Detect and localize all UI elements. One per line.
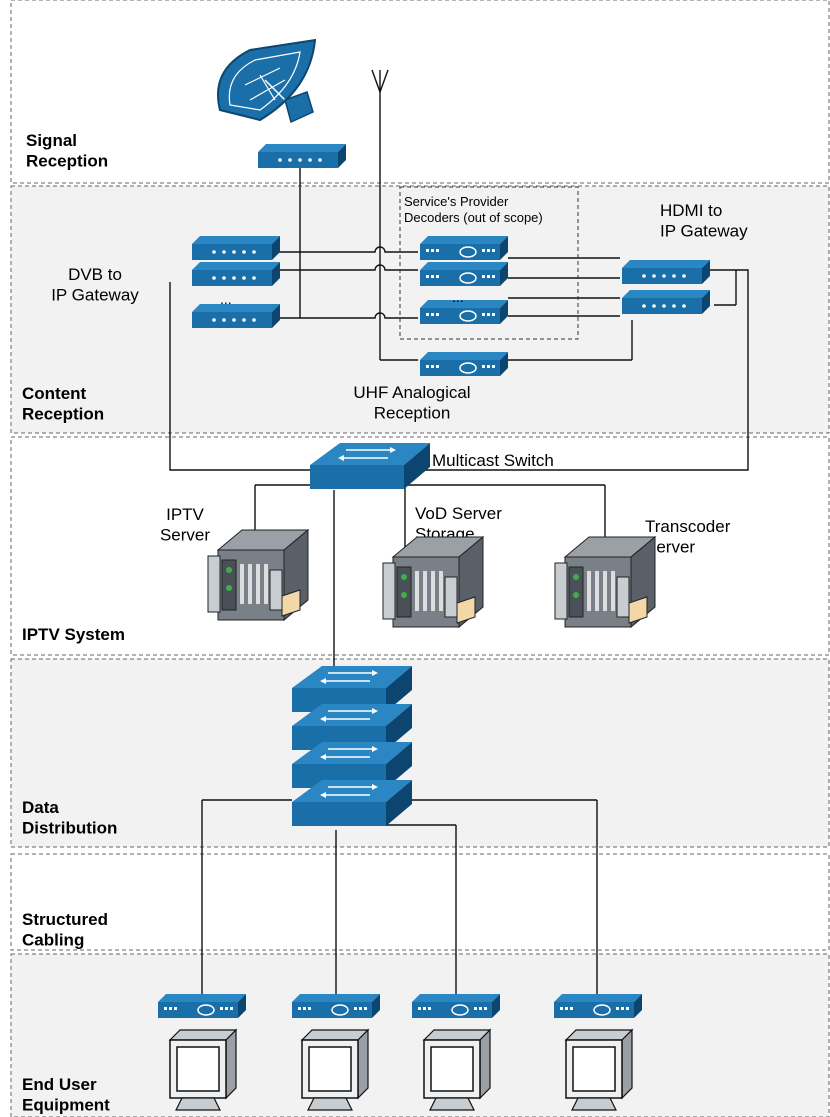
- vod-server-icon: [382, 536, 484, 628]
- uhf-receiver-icon: [419, 351, 509, 377]
- hdmi-gateway-2-icon: [622, 290, 710, 314]
- layer-iptv-system: IPTV System: [22, 625, 125, 644]
- multicast-switch-icon: [309, 442, 431, 490]
- set-top-box-1-icon: [157, 993, 247, 1019]
- dvb-gateway-1-icon: [192, 236, 280, 260]
- dvb-ellipsis: ...: [220, 291, 232, 307]
- satellite-dish-icon: [217, 38, 317, 124]
- decoder-ellipsis: ...: [452, 289, 464, 305]
- antenna-icon: [371, 69, 389, 93]
- layer-bands: [10, 0, 830, 1117]
- dvb-gateway-2-icon: [192, 262, 280, 286]
- set-top-box-4-icon: [553, 993, 643, 1019]
- monitor-2-icon: [301, 1029, 369, 1111]
- transcoder-server-icon: [554, 536, 656, 628]
- hdmi-gateway-1-icon: [622, 260, 710, 284]
- decoders-scope-box: [399, 186, 579, 340]
- set-top-box-2-icon: [291, 993, 381, 1019]
- iptv-server-icon: [207, 529, 309, 621]
- set-top-box-3-icon: [411, 993, 501, 1019]
- decoder-2-icon: [419, 261, 509, 287]
- label-multicast-switch: Multicast Switch: [432, 451, 554, 470]
- decoder-3-icon: [419, 299, 509, 325]
- decoder-1-icon: [419, 235, 509, 261]
- satellite-receiver-box-icon: [258, 144, 346, 168]
- dvb-gateway-3-icon: [192, 304, 280, 328]
- monitor-1-icon: [169, 1029, 237, 1111]
- connection-lines: [169, 92, 749, 994]
- monitor-3-icon: [423, 1029, 491, 1111]
- monitor-4-icon: [565, 1029, 633, 1111]
